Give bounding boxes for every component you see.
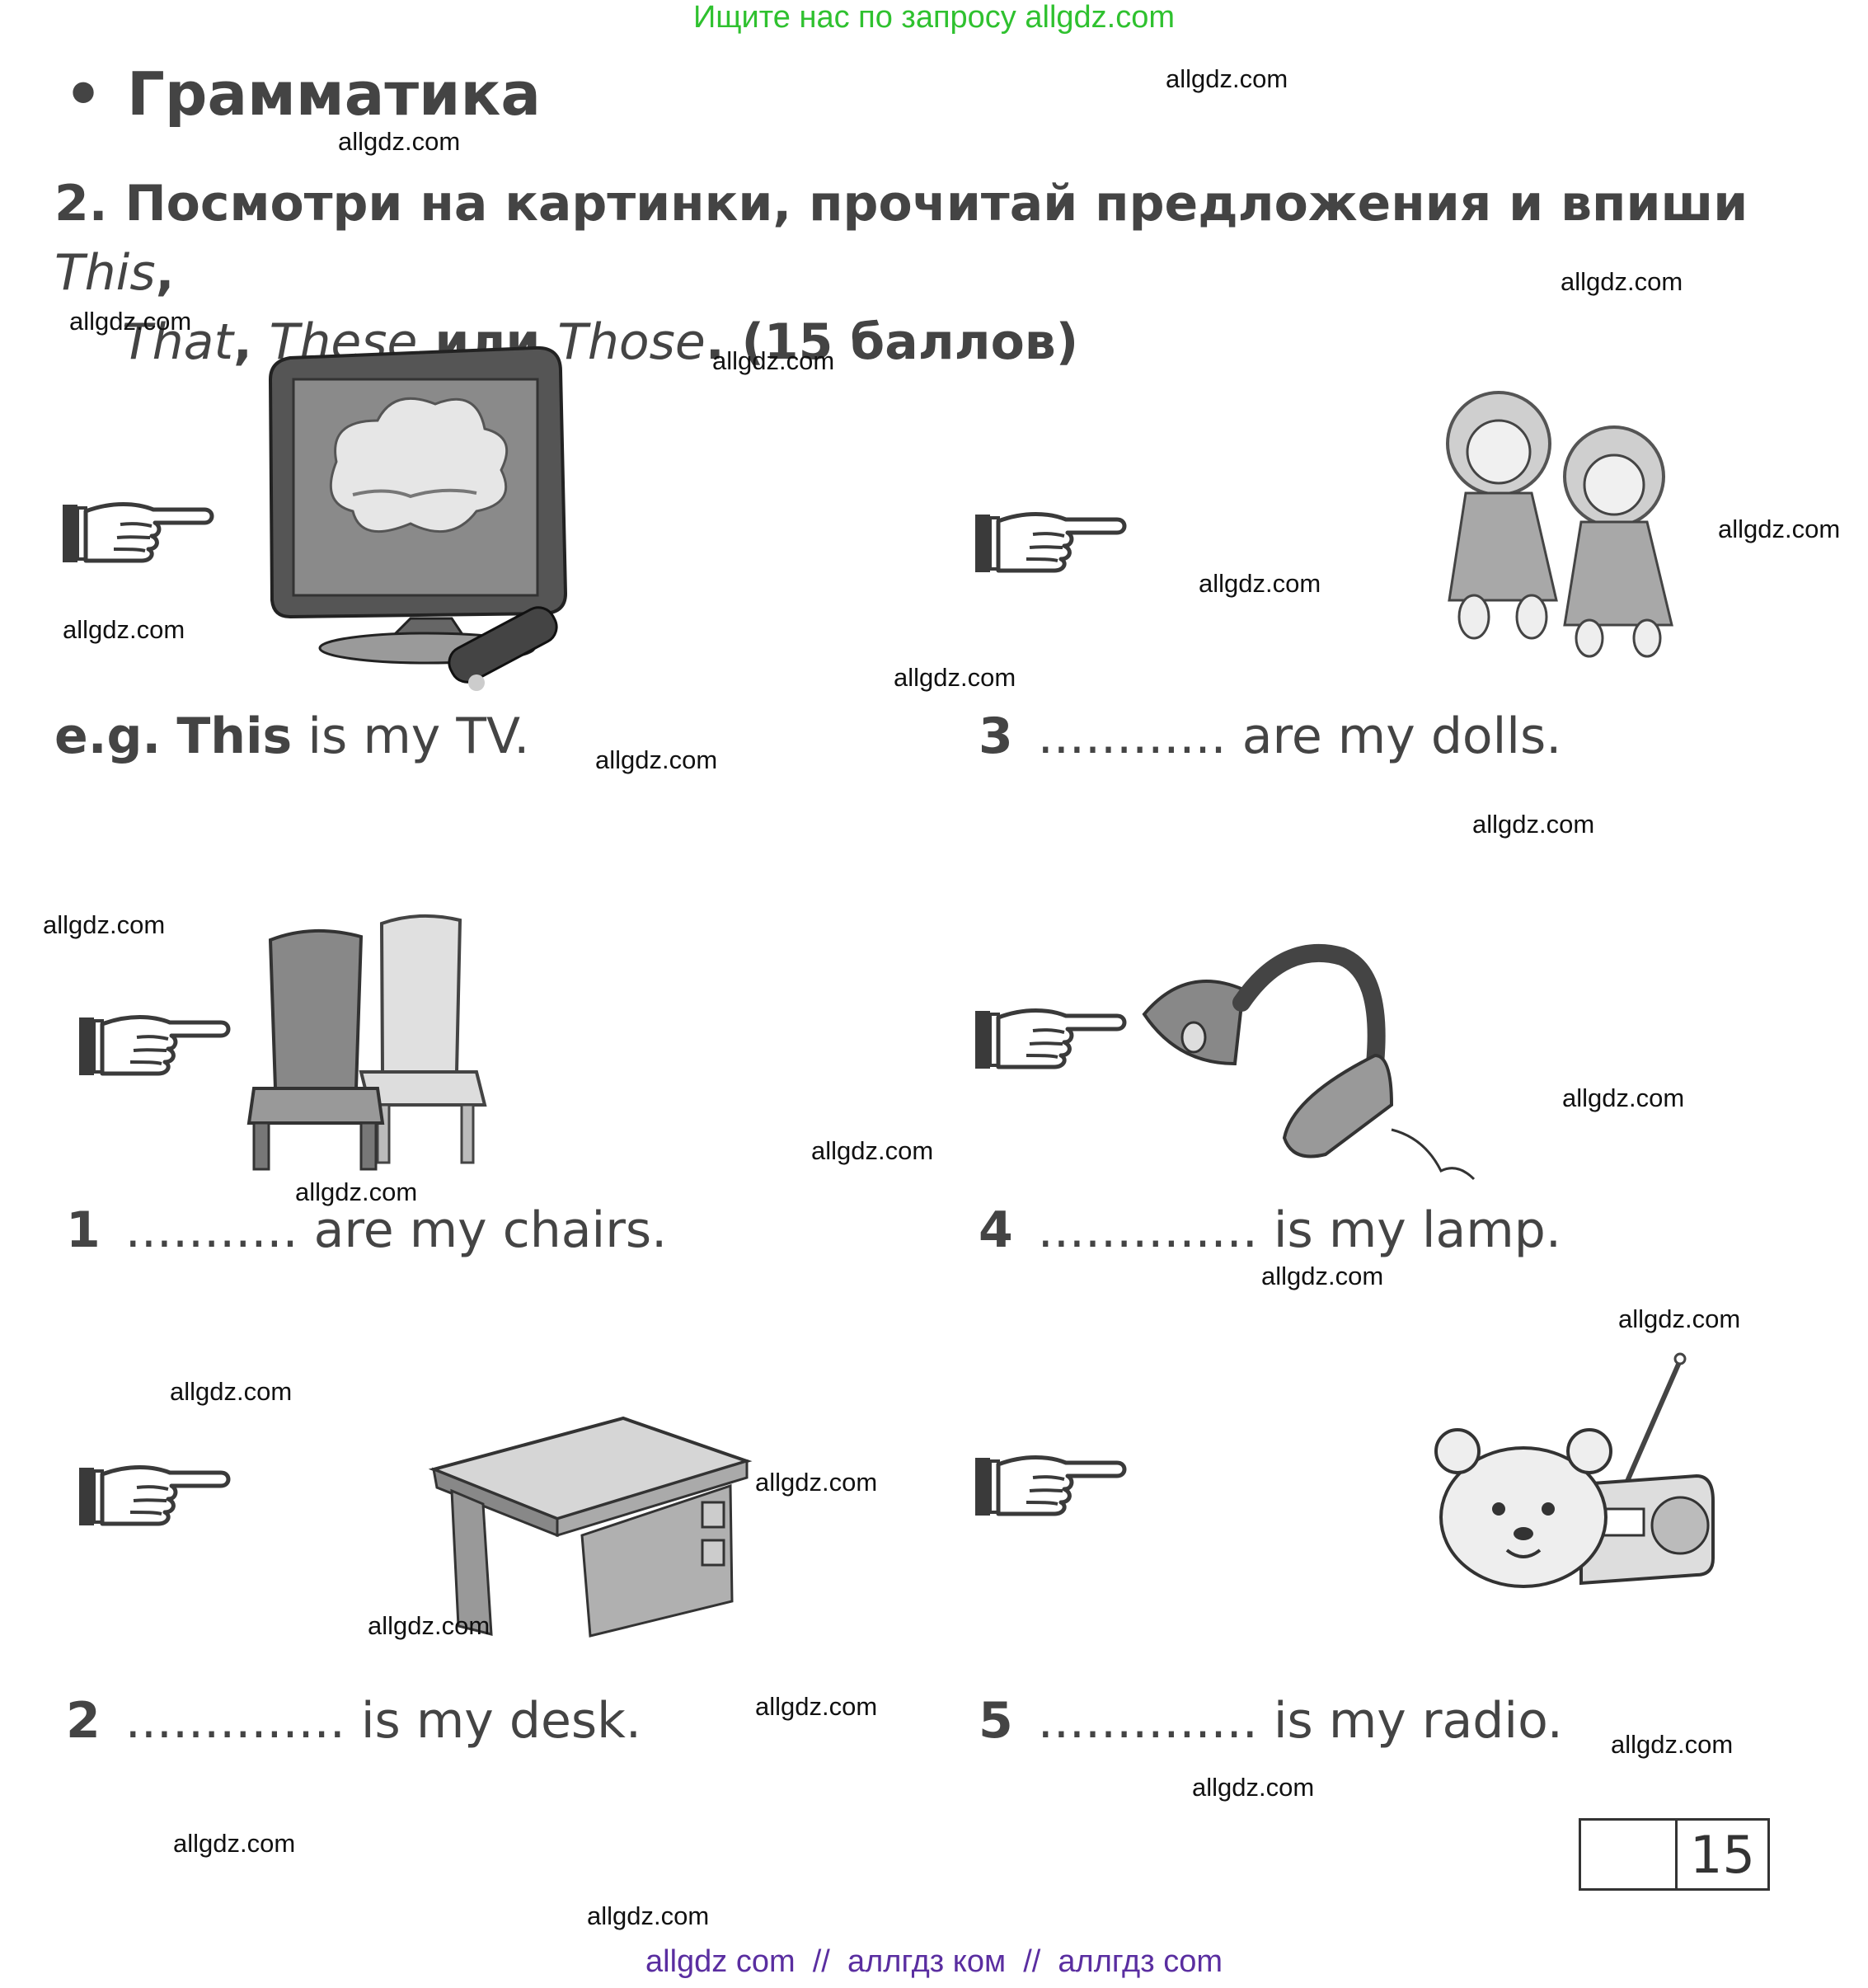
watermark: allgdz.com bbox=[894, 663, 1016, 692]
item-number: 2 bbox=[66, 1692, 101, 1750]
top-banner[interactable]: Ищите нас по запросу allgdz.com bbox=[692, 0, 1175, 35]
answer-blank[interactable]: .............. bbox=[124, 1692, 345, 1750]
sentence-rest: is my radio. bbox=[1273, 1692, 1563, 1750]
word-that: That bbox=[122, 313, 233, 371]
chairs-image bbox=[246, 914, 487, 1171]
section-title-text: Грамматика bbox=[127, 59, 541, 129]
watermark: allgdz.com bbox=[1472, 810, 1595, 839]
watermark: allgdz.com bbox=[170, 1377, 293, 1406]
pointing-hand-icon bbox=[79, 1013, 228, 1079]
pointing-hand-icon bbox=[79, 1463, 228, 1529]
sentence-2: 2.............. is my desk. bbox=[66, 1692, 641, 1750]
bottom-banner[interactable]: allgdz com // аллгдз ком // аллгдз com bbox=[645, 1944, 1223, 1979]
score-divider bbox=[1675, 1821, 1678, 1888]
answer-blank[interactable]: ........... bbox=[124, 1201, 298, 1259]
task-points: (15 баллов) bbox=[741, 313, 1079, 371]
watermark: allgdz.com bbox=[811, 1136, 934, 1165]
score-box: 15 bbox=[1579, 1818, 1770, 1891]
watermark: allgdz.com bbox=[295, 1177, 418, 1206]
tv-image bbox=[268, 345, 568, 691]
sentence-4: 4.............. is my lamp. bbox=[979, 1201, 1561, 1259]
pointing-hand-icon bbox=[975, 510, 1124, 576]
watermark: allgdz.com bbox=[69, 307, 192, 336]
pointing-hand-icon bbox=[63, 500, 211, 566]
answer-blank[interactable]: .............. bbox=[1037, 1201, 1258, 1259]
task-instruction: 2. Посмотри на картинки, прочитай предло… bbox=[54, 175, 1748, 371]
watermark: allgdz.com bbox=[1166, 64, 1288, 93]
watermark: allgdz.com bbox=[1561, 267, 1683, 296]
watermark: allgdz.com bbox=[1261, 1262, 1384, 1290]
watermark: allgdz.com bbox=[587, 1901, 710, 1930]
watermark: allgdz.com bbox=[338, 127, 461, 156]
score-left[interactable] bbox=[1581, 1821, 1675, 1888]
pointing-hand-icon bbox=[975, 1006, 1124, 1072]
watermark: allgdz.com bbox=[1718, 515, 1841, 543]
desk-image bbox=[428, 1416, 753, 1638]
sentence-rest: is my desk. bbox=[360, 1692, 641, 1750]
task-number: 2. bbox=[54, 175, 108, 233]
sentence-rest: are my chairs. bbox=[313, 1201, 668, 1259]
watermark: allgdz.com bbox=[63, 615, 185, 644]
task-text: Посмотри на картинки, прочитай предложен… bbox=[124, 175, 1748, 233]
word-those: Those bbox=[557, 313, 706, 371]
lamp-image bbox=[1142, 943, 1476, 1181]
watermark: allgdz.com bbox=[755, 1692, 878, 1721]
watermark: allgdz.com bbox=[712, 346, 835, 375]
sentence-1: 1........... are my chairs. bbox=[66, 1201, 667, 1259]
score-max: 15 bbox=[1690, 1825, 1755, 1885]
watermark: allgdz.com bbox=[1618, 1304, 1741, 1333]
watermark: allgdz.com bbox=[595, 745, 718, 774]
watermark: allgdz.com bbox=[755, 1468, 878, 1497]
watermark: allgdz.com bbox=[1611, 1730, 1734, 1759]
dolls-image bbox=[1446, 391, 1673, 658]
example-prefix: e.g. bbox=[54, 707, 162, 765]
radio-image bbox=[1434, 1352, 1715, 1588]
watermark: allgdz.com bbox=[1192, 1773, 1315, 1802]
example-sentence: e.g. This is my TV. bbox=[54, 707, 529, 765]
section-title: • Грамматика bbox=[64, 59, 541, 129]
sentence-5: 5.............. is my radio. bbox=[979, 1692, 1563, 1750]
watermark: allgdz.com bbox=[1199, 569, 1321, 598]
item-number: 1 bbox=[66, 1201, 101, 1259]
example-answer: This bbox=[176, 707, 293, 765]
watermark: allgdz.com bbox=[43, 910, 166, 939]
example-rest: is my TV. bbox=[307, 707, 530, 765]
watermark: allgdz.com bbox=[368, 1611, 490, 1640]
answer-blank[interactable]: ............ bbox=[1037, 707, 1227, 765]
sentence-rest: is my lamp. bbox=[1273, 1201, 1561, 1259]
bullet-icon: • bbox=[64, 59, 103, 129]
watermark: allgdz.com bbox=[1562, 1083, 1685, 1112]
watermark: allgdz.com bbox=[173, 1829, 296, 1858]
answer-blank[interactable]: .............. bbox=[1037, 1692, 1258, 1750]
item-number: 3 bbox=[979, 707, 1013, 765]
item-number: 5 bbox=[979, 1692, 1013, 1750]
sentence-rest: are my dolls. bbox=[1241, 707, 1562, 765]
pointing-hand-icon bbox=[975, 1453, 1124, 1519]
item-number: 4 bbox=[979, 1201, 1013, 1259]
word-this: This bbox=[54, 244, 156, 302]
sentence-3: 3............ are my dolls. bbox=[979, 707, 1561, 765]
